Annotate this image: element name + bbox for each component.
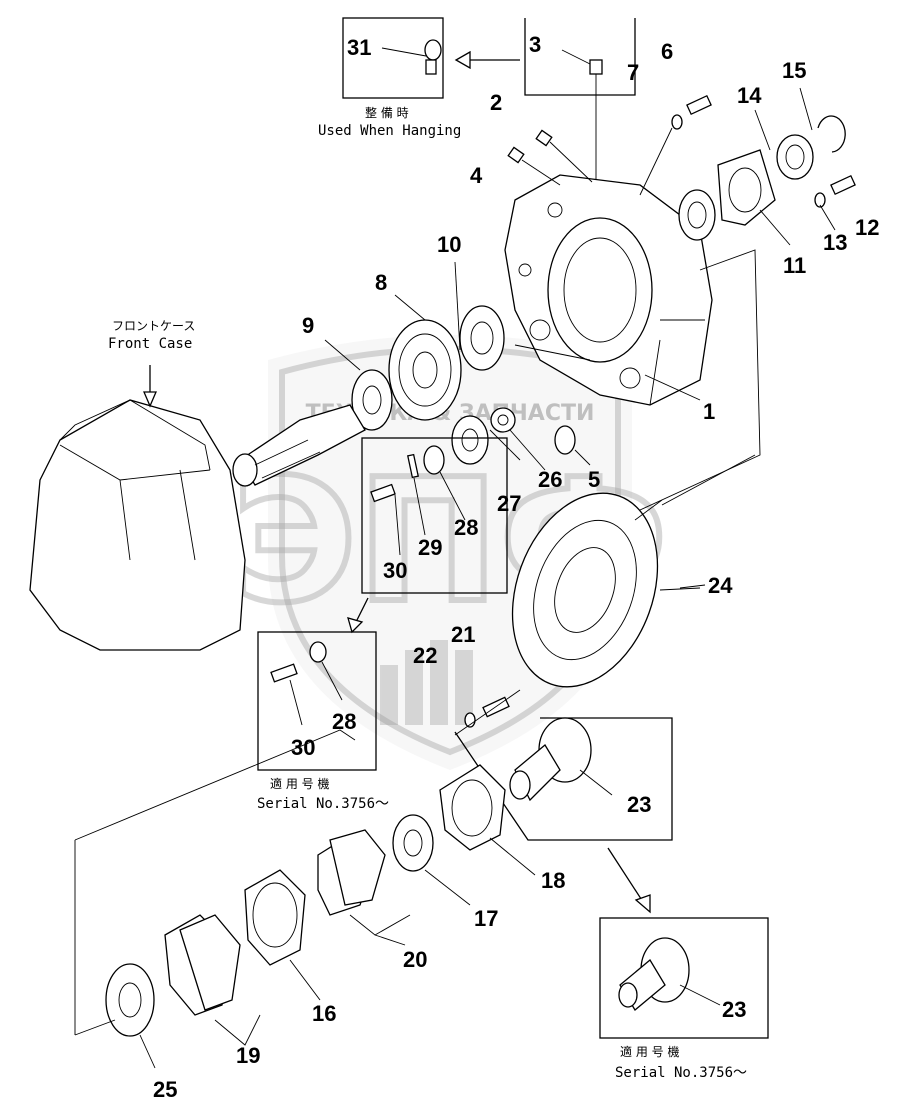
front-case-label-en: Front Case: [108, 336, 192, 352]
part-number-9: 9: [302, 313, 314, 338]
hanging-caption-en: Used When Hanging: [318, 123, 461, 139]
part-number-4: 4: [470, 163, 483, 188]
shims-19: [164, 914, 261, 1046]
part-number-30a: 30: [383, 558, 407, 583]
part-number-24: 24: [708, 573, 733, 598]
part-number-28b: 28: [332, 709, 356, 734]
serial-caption-en-1: Serial No.3756～: [257, 796, 389, 812]
gear-8: [388, 319, 462, 421]
part-number-20: 20: [403, 947, 427, 972]
part-number-16: 16: [312, 1001, 336, 1026]
part-number-18: 18: [541, 868, 565, 893]
bolt-6-washer-7: [639, 94, 712, 196]
part-number-26: 26: [538, 467, 562, 492]
part-number-30b: 30: [291, 735, 315, 760]
bearing-17: [392, 814, 471, 906]
part-number-23a: 23: [627, 792, 651, 817]
hanging-caption-jp: 整 備 時: [365, 105, 409, 120]
bearing-27-seal-26: [451, 407, 576, 465]
part-number-6: 6: [661, 39, 673, 64]
serial-caption-en-2: Serial No.3756～: [615, 1065, 747, 1081]
part-number-31: 31: [347, 35, 371, 60]
part-number-25: 25: [153, 1077, 177, 1102]
serial-caption-jp-2: 適 用 号 機: [620, 1044, 679, 1059]
cover-11: [678, 149, 791, 246]
part-number-17: 17: [474, 906, 498, 931]
pinion-23-serial-inset: 適 用 号 機 Serial No.3756～: [599, 917, 769, 1081]
serial-caption-jp-1: 適 用 号 機: [270, 776, 329, 791]
part-number-12: 12: [855, 215, 879, 240]
part-number-22: 22: [413, 643, 437, 668]
hanging-inset: 整 備 時 Used When Hanging: [318, 17, 636, 180]
retainer-inset: [361, 437, 508, 594]
part-number-13: 13: [823, 230, 847, 255]
bolt-21-washer-22: [454, 689, 521, 736]
part-number-5: 5: [588, 467, 600, 492]
part-number-7: 7: [627, 60, 639, 85]
bearing-10: [459, 305, 505, 371]
part-number-23b: 23: [722, 997, 746, 1022]
bearing-9-shaft: [232, 369, 393, 487]
part-number-8: 8: [375, 270, 387, 295]
part-number-21: 21: [451, 622, 475, 647]
bearing-14: [776, 115, 856, 208]
part-number-28a: 28: [454, 515, 478, 540]
part-number-11: 11: [783, 253, 806, 278]
assembly-lines: [74, 729, 651, 1035]
retainer-inset-lower: 適 用 号 機 Serial No.3756～: [257, 597, 389, 812]
part-number-2: 2: [490, 90, 502, 115]
bevel-gear-24: [511, 454, 756, 688]
part-number-10: 10: [437, 232, 461, 257]
small-bolts: [507, 129, 593, 186]
part-number-3: 3: [529, 32, 541, 57]
part-number-19: 19: [236, 1043, 260, 1068]
retainer-18: [439, 764, 536, 876]
cage-16: [244, 869, 321, 1001]
part-number-27: 27: [497, 491, 521, 516]
part-number-29: 29: [418, 535, 442, 560]
front-case-label-jp: フロントケース: [112, 319, 195, 333]
part-number-15: 15: [782, 58, 806, 83]
part-number-14: 14: [737, 83, 762, 108]
front-case: フロントケース Front Case: [29, 319, 246, 651]
part-numbers: 31 3 6 7 15 14 2 4 12 13 11 10 8 9 1 26 …: [153, 32, 879, 1102]
part-number-1: 1: [703, 399, 715, 424]
shims-20: [317, 829, 411, 946]
leader-lines: [324, 87, 836, 589]
bearing-25: [74, 963, 156, 1069]
